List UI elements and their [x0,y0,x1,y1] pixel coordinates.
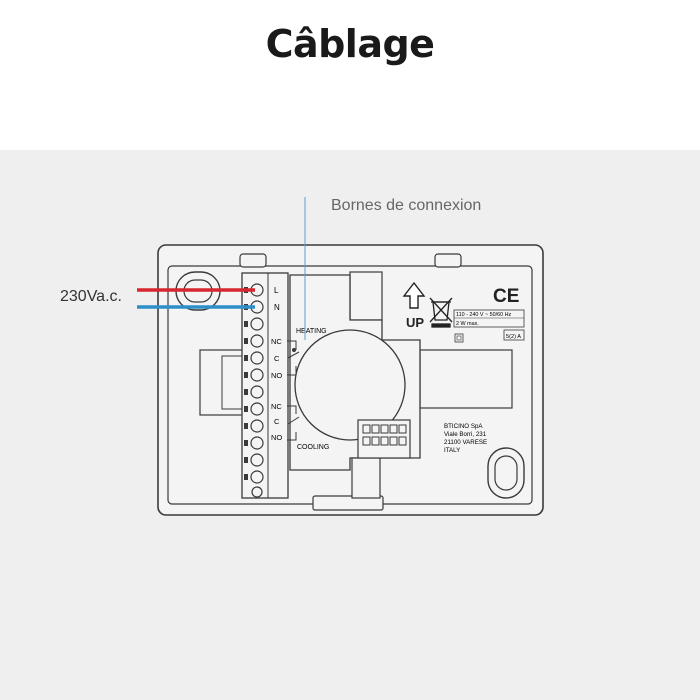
terminal-label-neutral: N [274,303,280,312]
terminal-screws [250,283,264,498]
connector-pins [362,424,407,446]
top-tab-left [239,253,267,268]
cooling-label: COOLING [297,444,329,451]
manufacturer-street: Viale Borri, 231 [444,431,487,438]
rating-line-1: 110 - 240 V ~ 50/60 Hz [456,312,511,318]
terminal-label-heating-no: NO [271,371,282,380]
relay-rating: 5(2) A [506,334,521,340]
terminal-label-heating-nc: NC [271,337,282,346]
callout-label: Bornes de connexion [331,197,482,214]
manufacturer-country: ITALY [444,447,460,454]
heating-relay-symbol [287,340,300,376]
center-opening [294,329,406,441]
terminal-label-cooling-no: NO [271,433,282,442]
ce-mark: CE [493,286,519,307]
rating-box [453,309,525,328]
top-post [349,271,383,321]
voltage-label: 230Va.c. [60,288,122,305]
lower-post [351,457,381,499]
rating-line-2: 2 W max. [456,321,479,327]
terminal-label-heating-c: C [274,354,280,363]
up-label: UP [406,315,424,330]
bottom-clip [312,495,384,511]
page-title: Câblage [265,22,435,66]
terminal-label-cooling-nc: NC [271,402,282,411]
terminal-label-cooling-c: C [274,417,280,426]
cooling-relay-symbol [287,405,300,441]
up-arrow-icon [402,281,426,309]
mounting-slot-right [487,447,525,499]
top-tab-right [434,253,462,268]
double-insulation-icon [454,333,464,343]
relay-rating-box [503,329,525,341]
manufacturer-name: BTICINO SpA [444,423,483,430]
manufacturer-city: 21100 VARESE [444,439,487,446]
connector-block [357,419,411,459]
weee-bin-icon [429,297,453,328]
heating-label: HEATING [296,328,327,335]
terminal-strip [241,272,289,499]
terminal-label-line: L [274,286,279,295]
